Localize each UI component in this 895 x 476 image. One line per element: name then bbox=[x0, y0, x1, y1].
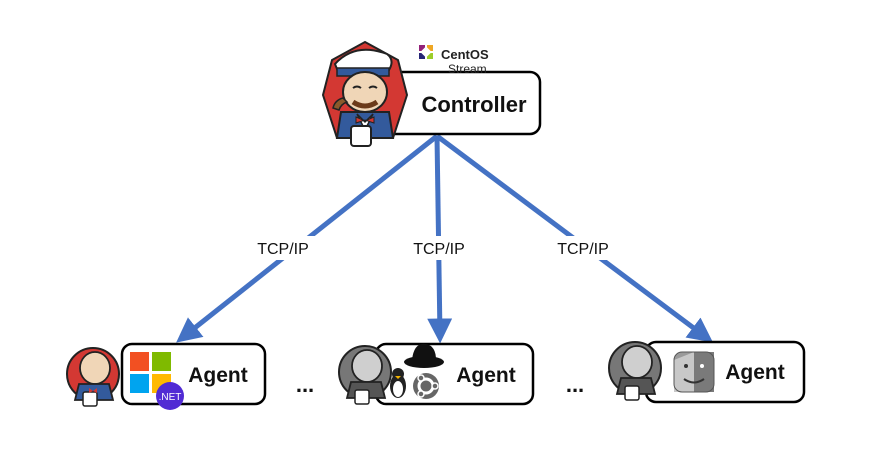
windows-icon bbox=[130, 352, 171, 393]
tcpip-label-3: TCP/IP bbox=[557, 241, 609, 258]
agent-macos-node: Agent bbox=[608, 340, 806, 404]
centos-logo: CentOS Stream bbox=[419, 45, 489, 76]
dotnet-icon: .NET bbox=[156, 382, 184, 410]
jenkins-icon bbox=[66, 347, 120, 407]
jenkins-butler-icon bbox=[321, 40, 409, 147]
tux-icon bbox=[390, 368, 406, 398]
agent-linux-node: Agent bbox=[338, 342, 535, 406]
tcpip-label-2: TCP/IP bbox=[413, 241, 465, 258]
separator-dots-2: ... bbox=[566, 372, 584, 397]
centos-brand-text: CentOS bbox=[441, 47, 489, 62]
separator-dots-1: ... bbox=[296, 372, 314, 397]
agent-windows-node: Agent .NET bbox=[66, 342, 267, 410]
centos-stream-text: Stream bbox=[448, 62, 487, 76]
edge-label-middle: TCP/IP bbox=[404, 236, 474, 260]
redhat-icon bbox=[404, 343, 444, 368]
jenkins-icon bbox=[608, 341, 662, 401]
edge-label-left: TCP/IP bbox=[248, 236, 318, 260]
finder-icon bbox=[673, 351, 715, 393]
edge-label-right: TCP/IP bbox=[548, 236, 618, 260]
tcpip-label-1: TCP/IP bbox=[257, 241, 309, 258]
dotnet-badge-text: .NET bbox=[159, 392, 182, 403]
agent-macos-label: Agent bbox=[725, 361, 785, 384]
agent-linux-label: Agent bbox=[456, 364, 516, 387]
jenkins-icon bbox=[338, 345, 392, 405]
controller-label: Controller bbox=[421, 92, 527, 117]
controller-node: Controller CentOS Stream bbox=[321, 40, 542, 147]
ubuntu-icon bbox=[413, 373, 439, 399]
agent-windows-label: Agent bbox=[188, 364, 248, 387]
